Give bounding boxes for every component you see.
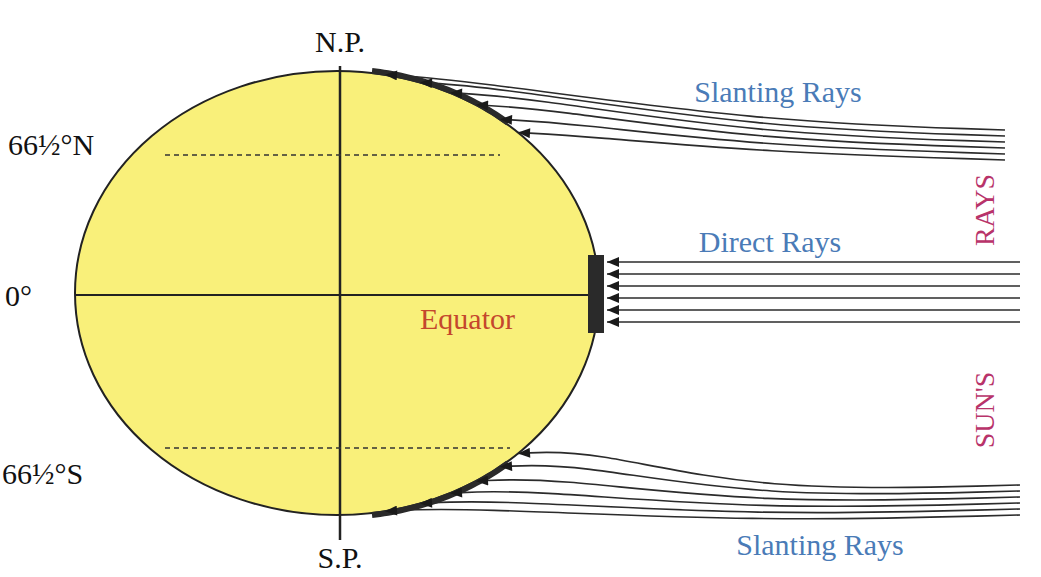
equator-label: Equator [420,304,515,334]
slanting-ray [500,465,1020,493]
pole-label: N.P. [315,27,365,57]
sun-rays-label: RAYS [971,174,999,246]
slant-heating-arc [372,463,508,515]
latitude-label: 0° [5,281,32,311]
pole-label: S.P. [317,543,362,573]
slanting-ray [518,132,1005,160]
sun-rays-label: SUN'S [971,372,999,449]
earth-globe [75,71,599,515]
ray-label: Direct Rays [699,227,841,257]
ray-label: Slanting Rays [736,530,904,560]
antarctic-circle-line [165,447,510,449]
direct-ray [607,321,1020,323]
direct-ray [607,285,1020,287]
direct-ray [607,273,1020,275]
direct-ray [607,297,1020,299]
direct-ray [607,309,1020,311]
latitude-label: 66½°N [8,130,94,160]
earth-axis [339,66,342,540]
slanting-ray [518,452,1020,487]
ray-label: Slanting Rays [694,77,862,107]
direct-ray [607,261,1020,263]
arctic-circle-line [165,154,500,156]
direct-heating-band [588,255,604,333]
equator-line [75,294,599,296]
latitude-label: 66½°S [2,459,83,489]
